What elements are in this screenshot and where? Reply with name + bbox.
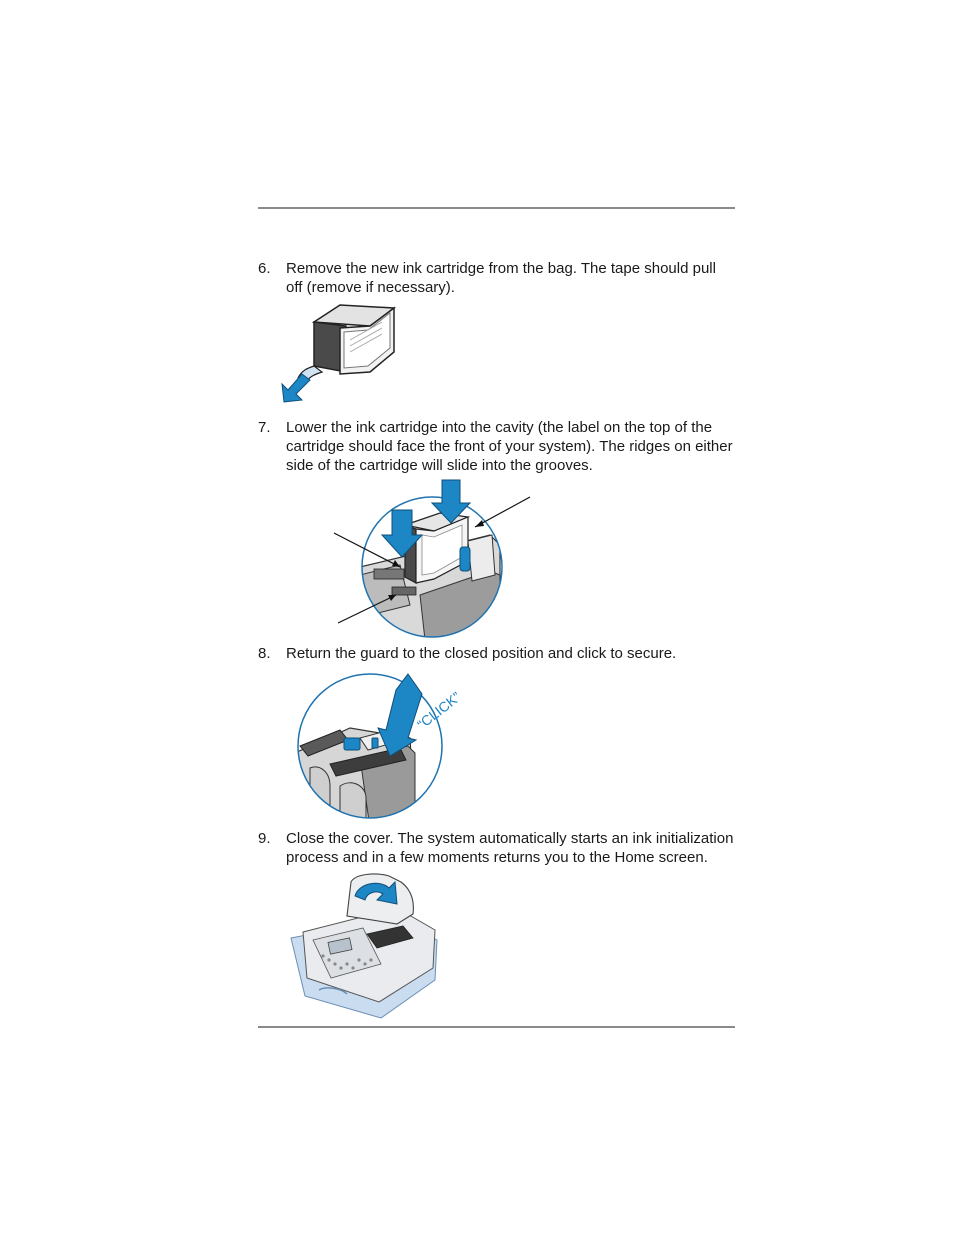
step-6-number: 6. [258, 260, 271, 277]
step-9-text: Close the cover. The system automaticall… [286, 830, 734, 866]
step-6-text: Remove the new ink cartridge from the ba… [286, 260, 716, 296]
ink-cartridge-illustration [281, 304, 397, 403]
step-8-text: Return the guard to the closed position … [286, 645, 677, 662]
top-rule [258, 207, 735, 209]
step-9-number: 9. [258, 830, 271, 847]
step-7-number: 7. [258, 419, 271, 436]
step-8-number: 8. [258, 645, 271, 662]
close-cover-illustration [290, 873, 438, 1019]
cartridge-insertion-illustration [333, 479, 531, 638]
bottom-rule [258, 1026, 735, 1028]
guard-close-illustration: “CLICK” [297, 673, 464, 819]
step-7-text: Lower the ink cartridge into the cavity … [286, 419, 733, 474]
